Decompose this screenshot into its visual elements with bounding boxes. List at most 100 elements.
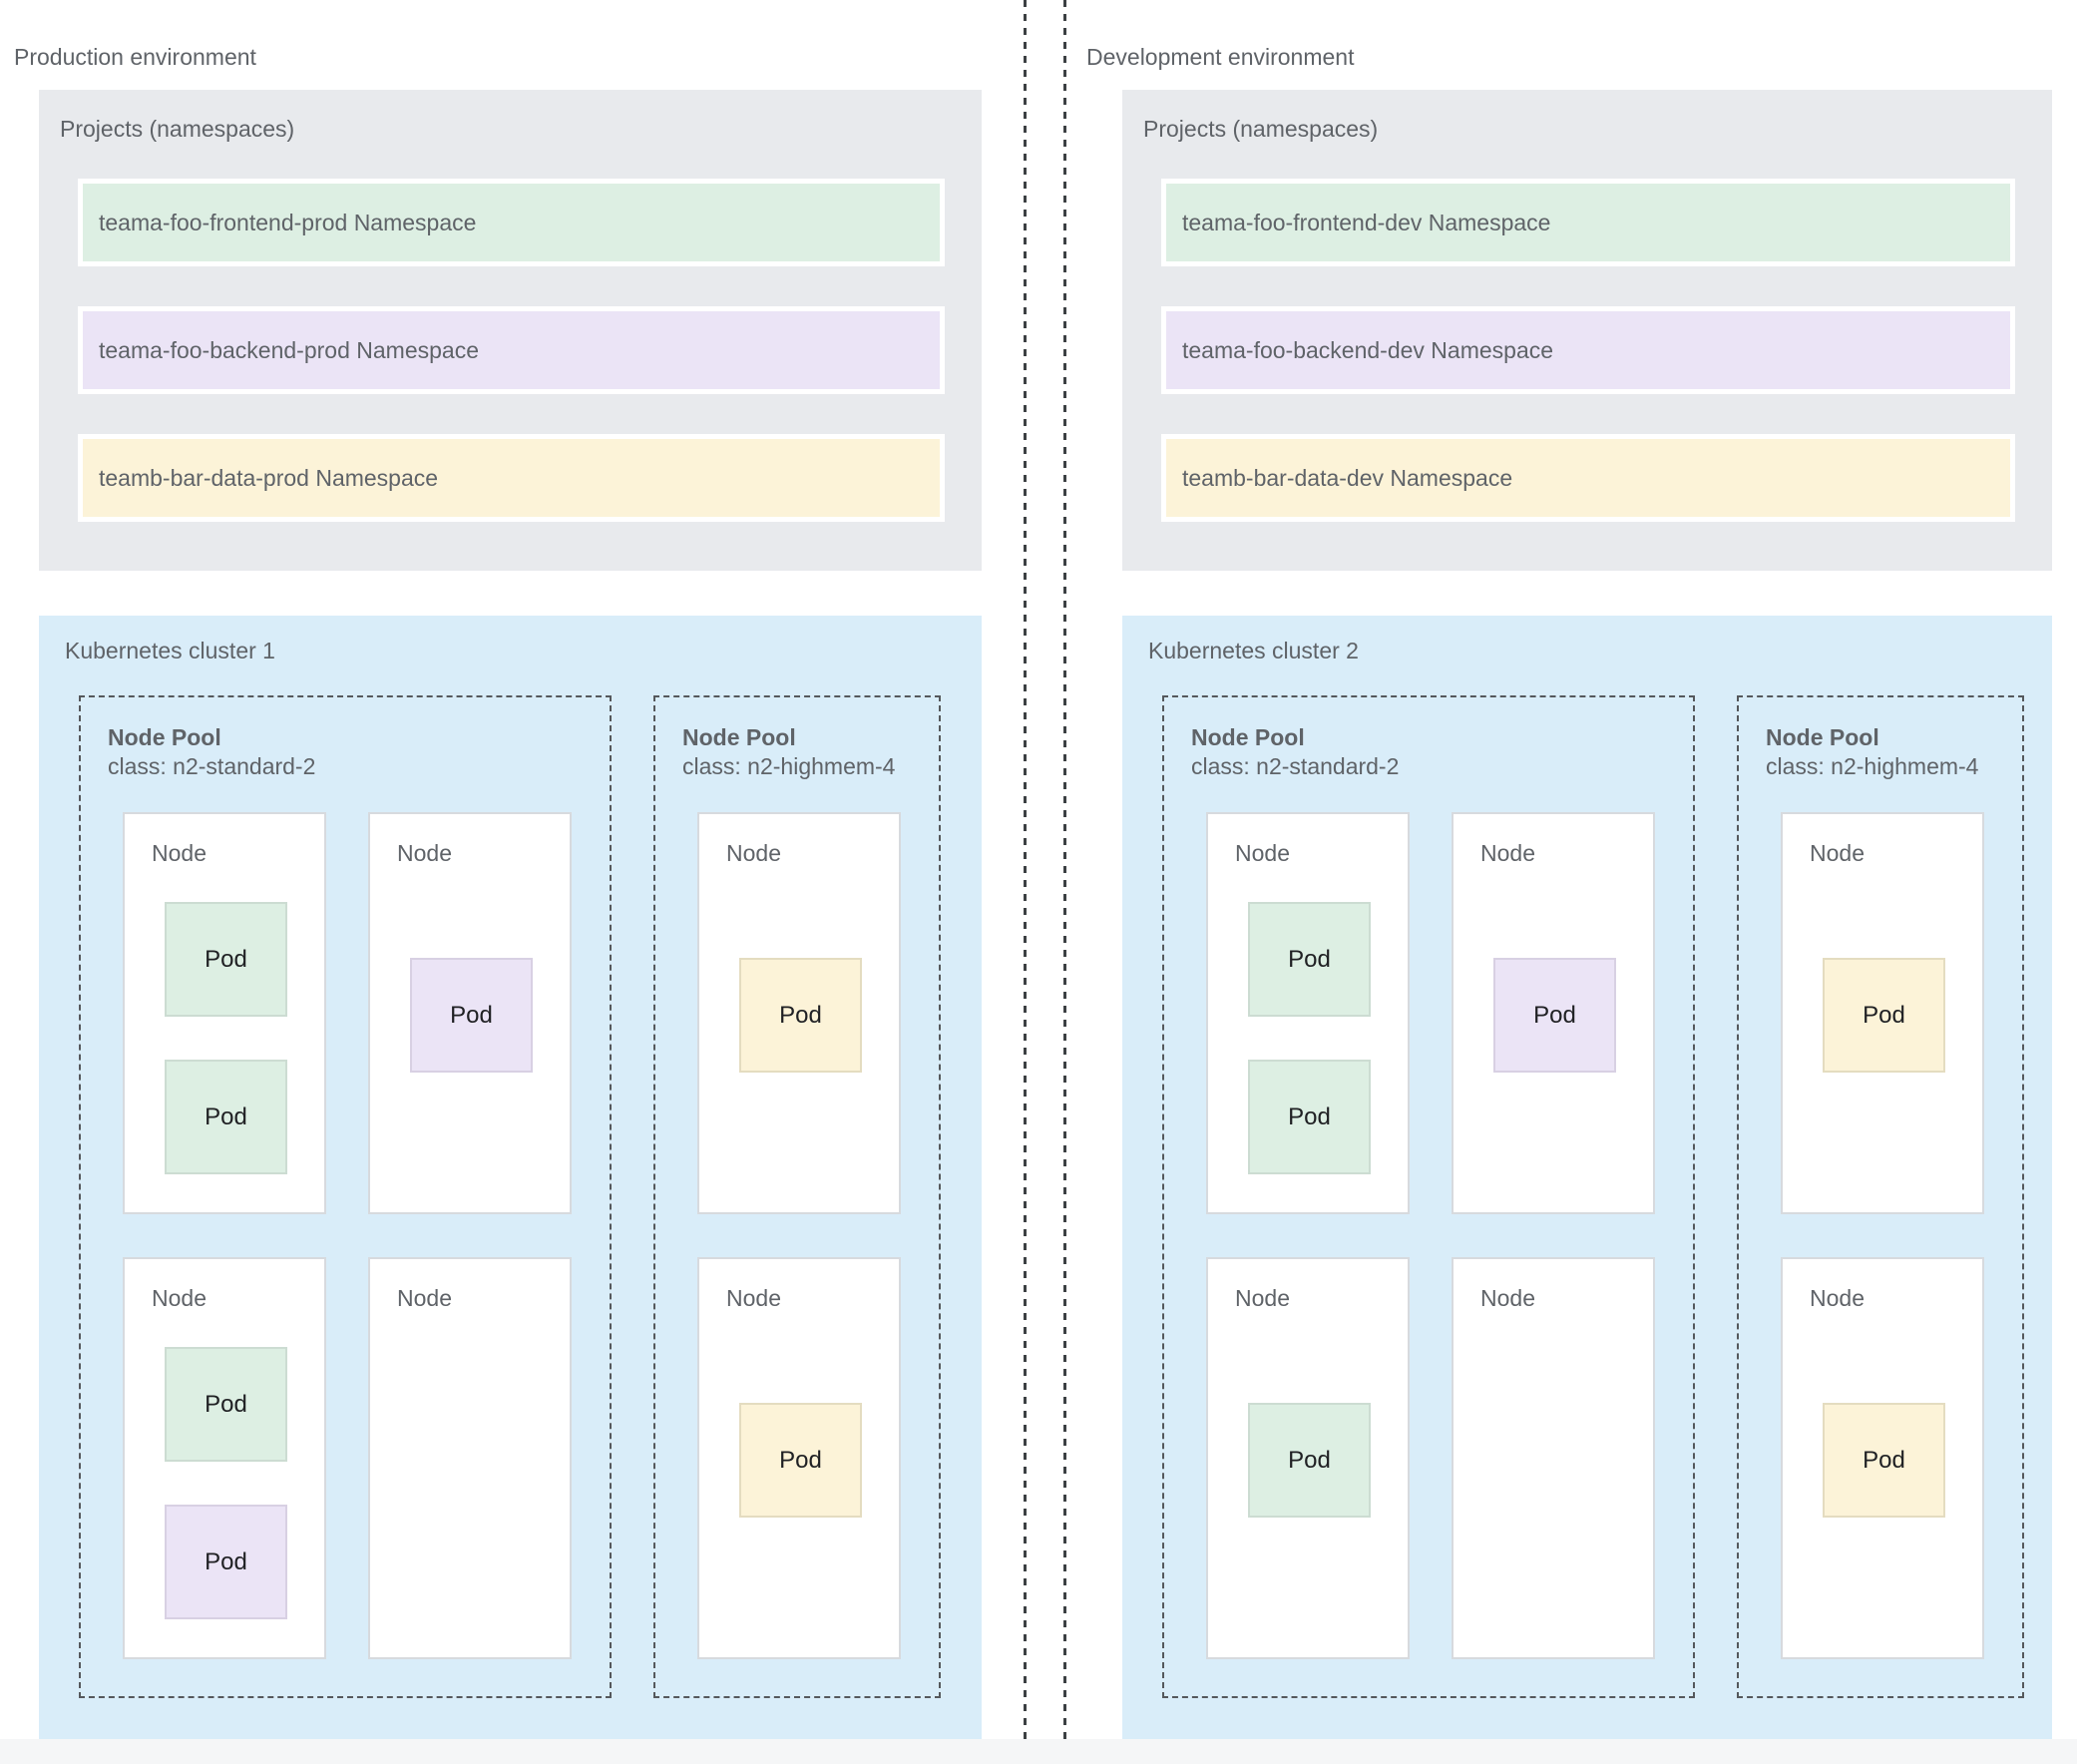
namespace-label: teamb-bar-data-prod Namespace <box>99 464 439 491</box>
pod-box: Pod <box>165 1347 287 1462</box>
pod-box: Pod <box>1823 1403 1945 1518</box>
pod-label: Pod <box>205 945 247 973</box>
environment-title: Development environment <box>1086 44 1355 70</box>
pod-box: Pod <box>1248 902 1371 1017</box>
node-label: Node <box>726 1285 781 1311</box>
pod-label: Pod <box>205 1390 247 1418</box>
pod-label: Pod <box>779 1446 822 1474</box>
pod-box: Pod <box>165 1505 287 1619</box>
pod-label: Pod <box>1863 1001 1905 1029</box>
pod-box: Pod <box>165 902 287 1017</box>
node-label: Node <box>1480 1285 1535 1311</box>
pod-box: Pod <box>739 1403 862 1518</box>
environment-divider-line <box>1063 0 1066 1764</box>
namespace-label: teama-foo-backend-dev Namespace <box>1182 336 1554 363</box>
node-label: Node <box>152 840 207 866</box>
node-label: Node <box>1480 840 1535 866</box>
namespace-label: teama-foo-frontend-dev Namespace <box>1182 209 1551 235</box>
node-label: Node <box>1810 1285 1865 1311</box>
node-label: Node <box>152 1285 207 1311</box>
node-pool-header: Node Pool class: n2-highmem-4 <box>1766 723 1978 781</box>
namespace-bar: teama-foo-backend-dev Namespace <box>1161 306 2015 394</box>
pod-label: Pod <box>1288 945 1331 973</box>
pod-box: Pod <box>1823 958 1945 1073</box>
node-label: Node <box>397 1285 452 1311</box>
pod-box: Pod <box>1248 1403 1371 1518</box>
development-environment-panel: Development environment Projects (namesp… <box>1083 0 2077 1764</box>
environment-divider-line <box>1024 0 1027 1764</box>
pod-box: Pod <box>1248 1060 1371 1174</box>
projects-namespaces-label: Projects (namespaces) <box>60 116 295 142</box>
node-box: Node <box>368 1257 572 1659</box>
node-pool-title: Node Pool <box>1766 724 1879 750</box>
namespace-bar-list: teama-foo-frontend-dev Namespace teama-fo… <box>1161 179 2015 562</box>
namespace-bar: teamb-bar-data-dev Namespace <box>1161 434 2015 522</box>
namespace-bar-fill: teama-foo-backend-prod Namespace <box>83 311 940 389</box>
pod-label: Pod <box>1288 1102 1331 1130</box>
pod-label: Pod <box>205 1547 247 1575</box>
node-box: Node <box>1452 1257 1655 1659</box>
pod-label: Pod <box>1288 1446 1331 1474</box>
pod-label: Pod <box>450 1001 493 1029</box>
pod-label: Pod <box>779 1001 822 1029</box>
kubernetes-cluster-title: Kubernetes cluster 2 <box>1148 638 1359 663</box>
namespace-label: teama-foo-backend-prod Namespace <box>99 336 479 363</box>
pod-label: Pod <box>1863 1446 1905 1474</box>
namespace-bar-list: teama-foo-frontend-prod Namespace teama-f… <box>78 179 945 562</box>
node-pool-title: Node Pool <box>682 724 796 750</box>
pod-box: Pod <box>739 958 862 1073</box>
namespace-bar: teama-foo-backend-prod Namespace <box>78 306 945 394</box>
namespace-bar-fill: teamb-bar-data-dev Namespace <box>1166 439 2010 517</box>
node-label: Node <box>1810 840 1865 866</box>
projects-namespaces-box: Projects (namespaces) teama-foo-frontend… <box>39 90 982 571</box>
pod-box: Pod <box>1493 958 1616 1073</box>
node-label: Node <box>397 840 452 866</box>
namespace-label: teamb-bar-data-dev Namespace <box>1182 464 1513 491</box>
namespace-bar-fill: teama-foo-frontend-dev Namespace <box>1166 184 2010 261</box>
environment-title: Production environment <box>14 44 256 70</box>
production-environment-panel: Production environment Projects (namespa… <box>0 0 1024 1764</box>
node-label: Node <box>726 840 781 866</box>
pod-label: Pod <box>1533 1001 1576 1029</box>
projects-namespaces-box: Projects (namespaces) teama-foo-frontend… <box>1122 90 2052 571</box>
pod-box: Pod <box>410 958 533 1073</box>
namespace-label: teama-foo-frontend-prod Namespace <box>99 209 477 235</box>
node-pool-class: class: n2-standard-2 <box>108 753 316 779</box>
footer-strip <box>0 1739 2077 1764</box>
node-pool-header: Node Pool class: n2-standard-2 <box>1191 723 1399 781</box>
node-label: Node <box>1235 1285 1290 1311</box>
node-pool-title: Node Pool <box>1191 724 1305 750</box>
namespace-bar: teamb-bar-data-prod Namespace <box>78 434 945 522</box>
node-pool-class: class: n2-highmem-4 <box>1766 753 1979 779</box>
namespace-bar-fill: teama-foo-frontend-prod Namespace <box>83 184 940 261</box>
namespace-bar: teama-foo-frontend-prod Namespace <box>78 179 945 266</box>
namespace-bar-fill: teamb-bar-data-prod Namespace <box>83 439 940 517</box>
namespace-bar-fill: teama-foo-backend-dev Namespace <box>1166 311 2010 389</box>
kubernetes-cluster-box: Kubernetes cluster 2 Node Pool class: n2-… <box>1122 616 2052 1739</box>
kubernetes-cluster-title: Kubernetes cluster 1 <box>65 638 275 663</box>
node-pool-class: class: n2-highmem-4 <box>682 753 896 779</box>
node-pool-header: Node Pool class: n2-highmem-4 <box>682 723 895 781</box>
projects-namespaces-label: Projects (namespaces) <box>1143 116 1379 142</box>
namespace-bar: teama-foo-frontend-dev Namespace <box>1161 179 2015 266</box>
pod-label: Pod <box>205 1102 247 1130</box>
pod-box: Pod <box>165 1060 287 1174</box>
node-pool-class: class: n2-standard-2 <box>1191 753 1400 779</box>
